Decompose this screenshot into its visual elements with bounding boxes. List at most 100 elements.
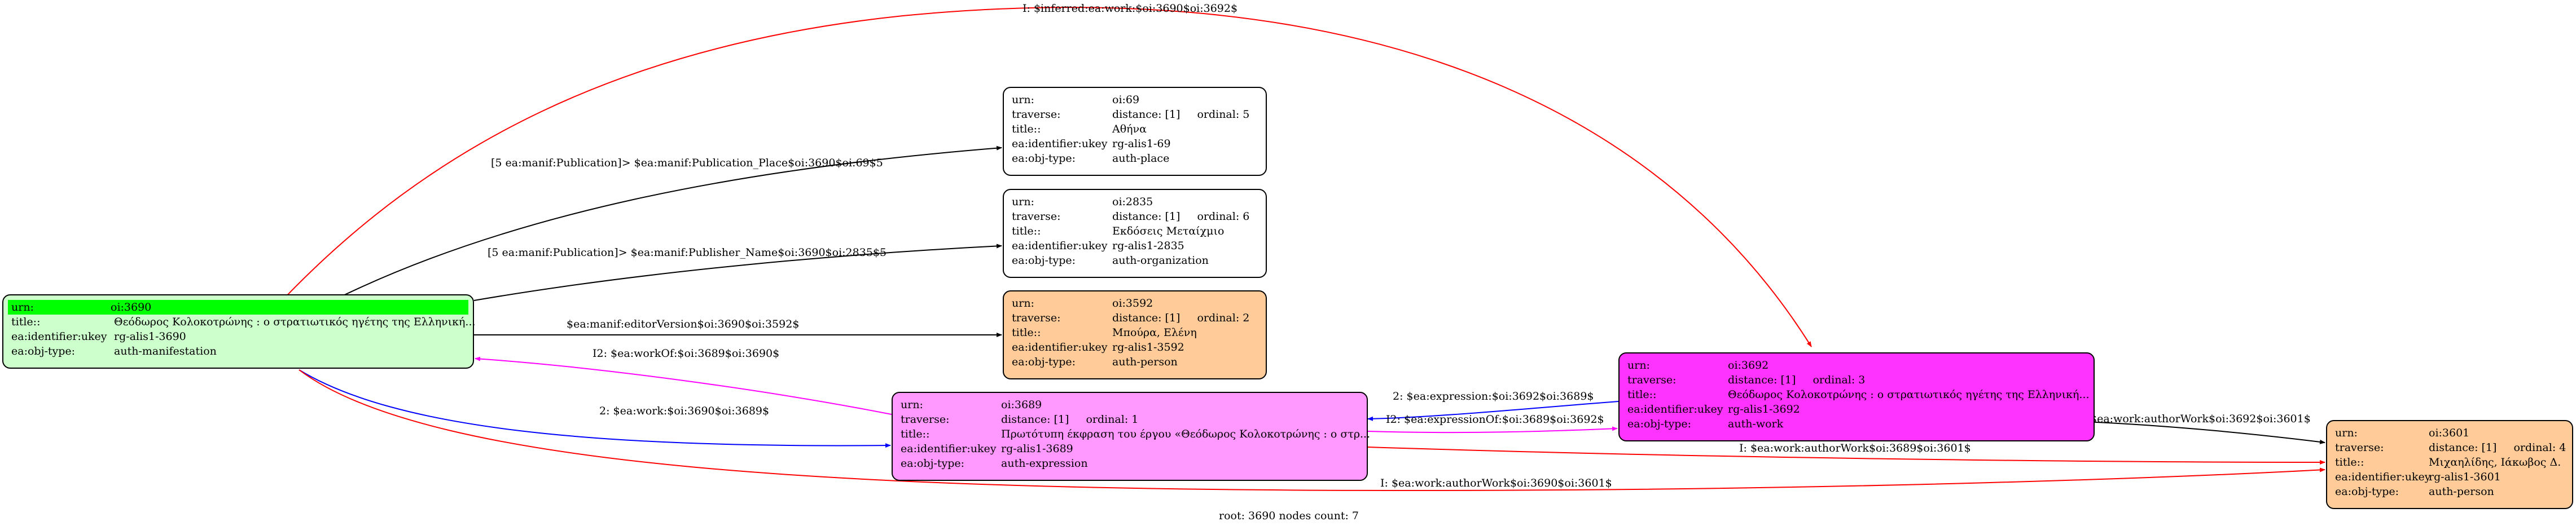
edge-work-of bbox=[475, 356, 892, 415]
edge-author-work-3690 bbox=[299, 369, 2325, 492]
row-value: rg-alis1-2835 bbox=[1112, 240, 1184, 252]
edge-author-work-3689 bbox=[1367, 447, 2325, 465]
edge-label-expression: 2: $ea:expression:$oi:3692$oi:3689$ bbox=[1393, 390, 1594, 403]
traverse-ordinal: ordinal: 3 bbox=[1813, 374, 1866, 386]
node-oi2835[interactable]: urn:oi:2835 traverse:distance: [1]ordina… bbox=[1003, 189, 1267, 278]
node-row-urn: urn: oi:3690 bbox=[8, 300, 468, 315]
row-value: rg-alis1-3690 bbox=[114, 330, 186, 343]
node-row-title: title::Μπούρα, Ελένη bbox=[1004, 325, 1266, 340]
node-row-urn: urn: oi:2835 bbox=[1004, 195, 1266, 209]
node-row-title: title::Αθήνα bbox=[1004, 122, 1266, 136]
row-key: urn: bbox=[1012, 196, 1034, 208]
row-key: ea:identifier:ukey bbox=[1012, 138, 1108, 150]
edge-publication-place bbox=[332, 145, 1002, 301]
row-key: title:: bbox=[1012, 225, 1041, 237]
row-value: rg-alis1-3601 bbox=[2429, 471, 2501, 483]
row-value: rg-alis1-3592 bbox=[1112, 341, 1184, 353]
node-row-ukey: ea:identifier:ukey rg-alis1-3689 bbox=[893, 441, 1367, 456]
traverse-ordinal: ordinal: 4 bbox=[2513, 441, 2566, 454]
node-row-urn: urn: oi:69 bbox=[1004, 92, 1266, 107]
node-row-traverse: traverse: distance: [1] ordinal: 3 bbox=[1620, 373, 2094, 387]
row-key: title:: bbox=[1627, 388, 1657, 401]
row-key: ea:obj-type: bbox=[1012, 152, 1076, 165]
edge-label-expression-of: I2: $ea:expressionOf:$oi:3689$oi:3692$ bbox=[1386, 413, 1604, 426]
traverse-ordinal: ordinal: 2 bbox=[1197, 312, 1250, 324]
row-value: Μπούρα, Ελένη bbox=[1112, 326, 1197, 339]
row-value: auth-work bbox=[1728, 418, 1784, 430]
node-oi3689[interactable]: urn:oi:3689 traverse:distance: [1]ordina… bbox=[892, 392, 1371, 481]
row-value: rg-alis1-3689 bbox=[1001, 443, 1073, 455]
row-key: traverse: bbox=[1627, 374, 1677, 386]
row-key: traverse: bbox=[1012, 108, 1061, 121]
edge-work bbox=[299, 369, 891, 448]
traverse-ordinal: ordinal: 1 bbox=[1086, 413, 1139, 426]
edge-label-inferred-work: I: $inferred:ea:work:$oi:3690$oi:3692$ bbox=[1022, 2, 1238, 15]
node-oi3690[interactable]: urn: oi:3690 title::Θεόδωρος Κολοκοτρώνης… bbox=[2, 294, 476, 369]
node-row-ukey: ea:identifier:ukey rg-alis1-69 bbox=[1004, 136, 1266, 151]
edge-label-author-work-3690: I: $ea:work:authorWork$oi:3690$oi:3601$ bbox=[1380, 477, 1612, 489]
edge-label-author-work-3689: I: $ea:work:authorWork$oi:3689$oi:3601$ bbox=[1739, 442, 1971, 454]
row-key: ea:identifier:ukey bbox=[901, 443, 997, 455]
node-row-objtype: ea:obj-type: auth-work bbox=[1620, 417, 2094, 431]
traverse-distance: distance: [1] bbox=[1112, 108, 1181, 121]
row-value: Θεόδωρος Κολοκοτρώνης : ο στρατιωτικός η… bbox=[1728, 388, 2090, 401]
row-key: traverse: bbox=[1012, 312, 1061, 324]
node-row-title: title::Πρωτότυπη έκφραση του έργου «Θεόδ… bbox=[893, 427, 1371, 441]
node-row-urn: urn:oi:3689 bbox=[893, 397, 1367, 412]
row-key: ea:identifier:ukey bbox=[1627, 403, 1723, 416]
edge-label-publication-place: [5 ea:manif:Publication]> $ea:manif:Publ… bbox=[491, 157, 883, 169]
edge-expression-of bbox=[1367, 426, 1618, 434]
row-key: urn: bbox=[1012, 297, 1034, 310]
node-oi3692[interactable]: urn:oi:3692 traverse: distance: [1] ordina… bbox=[1618, 352, 2095, 441]
row-key: title:: bbox=[2335, 456, 2364, 468]
traverse-distance: distance: [1] bbox=[1112, 210, 1181, 223]
row-value: auth-organization bbox=[1112, 254, 1209, 267]
node-oi3592[interactable]: urn:oi:3592 traverse: distance: [1] ordina… bbox=[1003, 290, 1267, 379]
row-key: traverse: bbox=[1012, 210, 1061, 223]
row-value: rg-alis1-69 bbox=[1112, 138, 1171, 150]
row-key: traverse: bbox=[2335, 441, 2384, 454]
node-row-objtype: ea:obj-type:auth-manifestation bbox=[3, 344, 473, 359]
edge-label-work-of: I2: $ea:workOf:$oi:3689$oi:3690$ bbox=[593, 347, 780, 360]
node-row-urn: urn:oi:3592 bbox=[1004, 296, 1266, 311]
node-row-traverse: traverse:distance: [1]ordinal: 6 bbox=[1004, 209, 1266, 224]
node-row-urn: urn:oi:3692 bbox=[1620, 358, 2094, 373]
row-value: auth-person bbox=[2429, 485, 2494, 498]
graph-footer: root: 3690 nodes count: 7 bbox=[1219, 510, 1359, 522]
row-key: ea:obj-type: bbox=[1627, 418, 1692, 430]
row-key: ea:obj-type: bbox=[901, 457, 965, 470]
row-key: urn: bbox=[1012, 94, 1034, 106]
row-key: urn: bbox=[2335, 427, 2358, 439]
row-key: urn: bbox=[901, 399, 923, 411]
row-key: ea:identifier:ukey bbox=[2335, 471, 2431, 483]
row-key: urn: bbox=[11, 301, 34, 313]
row-value: oi:69 bbox=[1112, 94, 1140, 106]
row-value: auth-place bbox=[1112, 152, 1170, 165]
row-key: title:: bbox=[11, 316, 41, 328]
row-value: Εκδόσεις Μεταίχμιο bbox=[1112, 225, 1225, 237]
node-oi69[interactable]: urn:oi:69 traverse:distance: [1]ordinal:… bbox=[1003, 87, 1267, 176]
node-row-title: title::Μιχαηλίδης, Ιάκωβος Δ. bbox=[2327, 455, 2572, 470]
node-row-title: title::Θεόδωρος Κολοκοτρώνης : ο στρατιω… bbox=[3, 315, 476, 329]
row-value: Πρωτότυπη έκφραση του έργου «Θεόδωρος Κο… bbox=[1001, 428, 1371, 440]
edge-label-author-work-3692: $ea:work:authorWork$oi:3692$oi:3601$ bbox=[2090, 413, 2311, 425]
row-key: ea:obj-type: bbox=[1012, 356, 1076, 368]
row-key: ea:identifier:ukey bbox=[1012, 240, 1108, 252]
traverse-distance: distance: [1] bbox=[1112, 312, 1181, 324]
traverse-distance: distance: [1] bbox=[1728, 374, 1796, 386]
node-row-ukey: ea:identifier:ukey rg-alis1-2835 bbox=[1004, 238, 1266, 253]
node-oi3601[interactable]: urn:oi:3601 traverse:distance: [1]ordina… bbox=[2326, 420, 2573, 509]
edge-label-publisher-name: [5 ea:manif:Publication]> $ea:manif:Publ… bbox=[488, 246, 887, 259]
row-value: auth-manifestation bbox=[114, 345, 217, 357]
node-row-urn: urn:oi:3601 bbox=[2327, 426, 2572, 440]
node-row-traverse: traverse:distance: [1]ordinal: 4 bbox=[2327, 440, 2572, 455]
row-key: urn: bbox=[1627, 359, 1650, 372]
row-value: oi:2835 bbox=[1112, 196, 1153, 208]
node-row-traverse: traverse:distance: [1]ordinal: 5 bbox=[1004, 107, 1266, 122]
row-value: oi:3690 bbox=[111, 301, 152, 313]
row-key: ea:obj-type: bbox=[2335, 485, 2399, 498]
